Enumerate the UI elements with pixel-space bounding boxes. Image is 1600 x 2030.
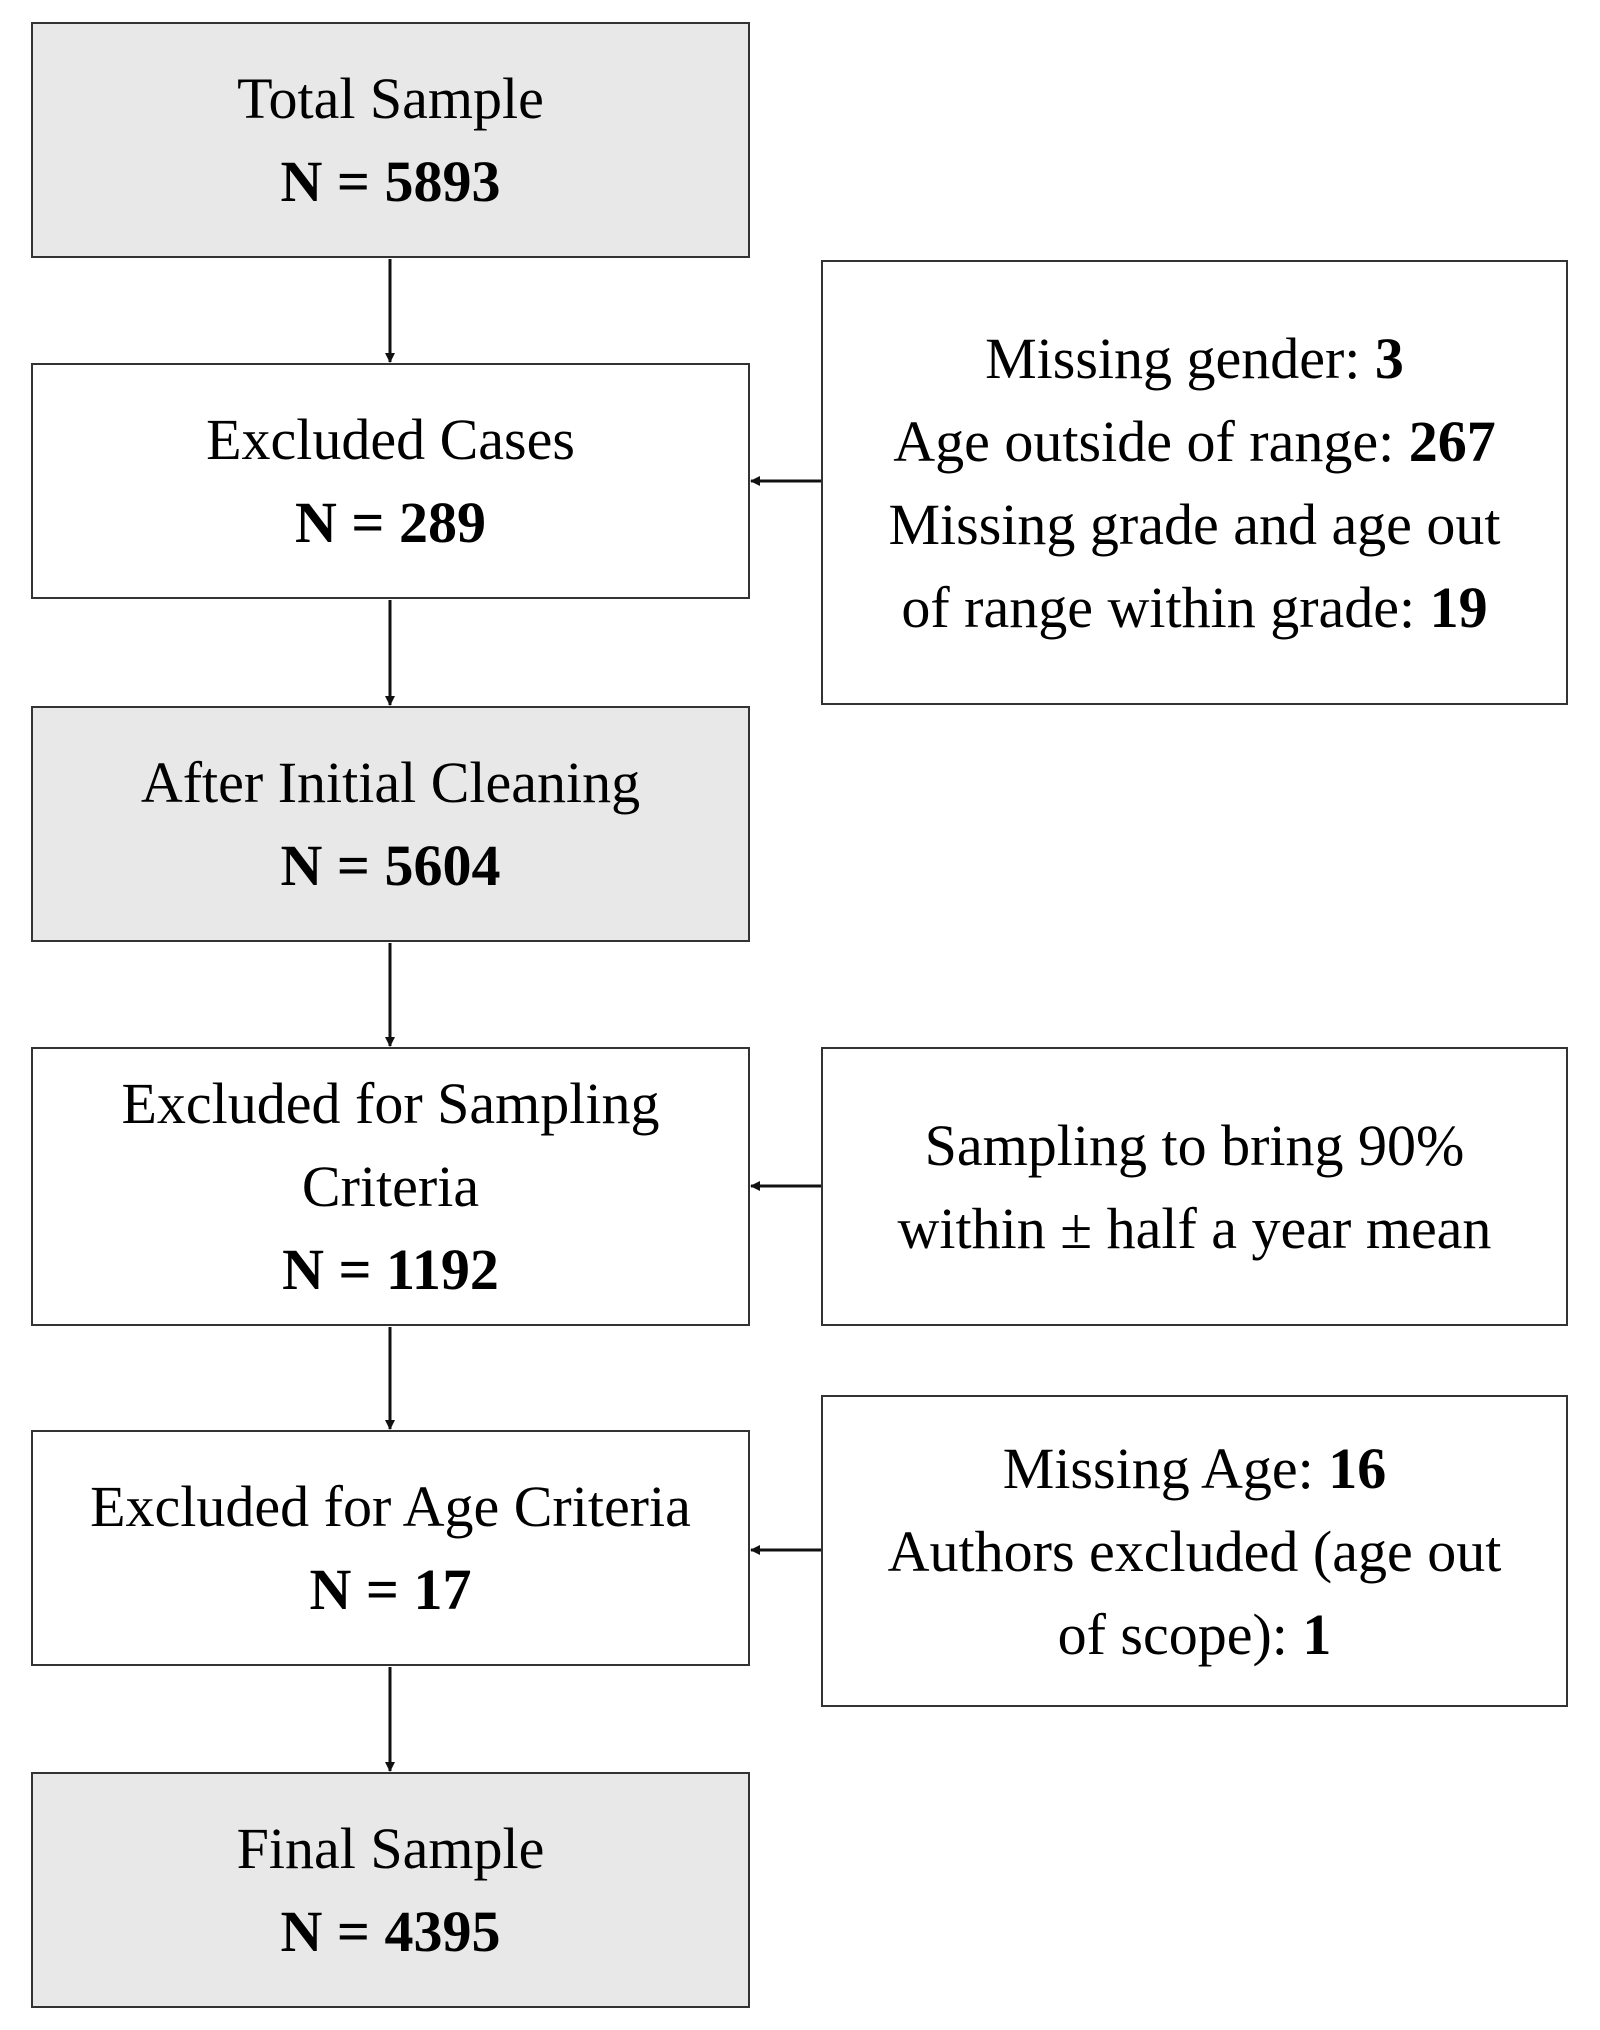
final-sample-count: N = 4395: [280, 1899, 501, 1964]
missing-grade-line1: Missing grade and age out: [888, 491, 1501, 557]
authors-excluded-value: 1: [1302, 1601, 1332, 1667]
missing-age-label: Missing Age:: [1002, 1435, 1329, 1501]
missing-age-value: 16: [1328, 1435, 1387, 1501]
authors-excluded-line1: Authors excluded (age out: [887, 1518, 1502, 1584]
sampling-reason-line2: within ± half a year mean: [897, 1195, 1492, 1261]
age-range-label: Age outside of range:: [893, 408, 1409, 474]
age-range-line: Age outside of range: 267: [893, 400, 1495, 483]
sampling-reason-box: Sampling to bring 90% within ± half a ye…: [821, 1047, 1568, 1326]
missing-grade-line2: of range within grade: 19: [901, 566, 1487, 649]
age-criteria-title: Excluded for Age Criteria: [90, 1474, 691, 1539]
total-sample-box: Total Sample N = 5893: [31, 22, 750, 258]
missing-age-line: Missing Age: 16: [1003, 1427, 1387, 1510]
age-reasons-box: Missing Age: 16 Authors excluded (age ou…: [821, 1395, 1568, 1707]
authors-excluded-label: of scope):: [1057, 1601, 1303, 1667]
initial-cleaning-count: N = 5604: [280, 833, 501, 898]
excluded-cases-count: N = 289: [295, 490, 486, 555]
excluded-reasons-box: Missing gender: 3 Age outside of range: …: [821, 260, 1568, 705]
initial-cleaning-box: After Initial Cleaning N = 5604: [31, 706, 750, 942]
final-sample-box: Final Sample N = 4395: [31, 1772, 750, 2008]
age-criteria-box: Excluded for Age Criteria N = 17: [31, 1430, 750, 1666]
authors-excluded-line2: of scope): 1: [1058, 1593, 1332, 1676]
excluded-cases-box: Excluded Cases N = 289: [31, 363, 750, 599]
sampling-criteria-count: N = 1192: [282, 1237, 499, 1302]
initial-cleaning-title: After Initial Cleaning: [140, 750, 641, 815]
sampling-criteria-box: Excluded for Sampling Criteria N = 1192: [31, 1047, 750, 1326]
excluded-cases-title: Excluded Cases: [206, 407, 575, 472]
sampling-criteria-title-line2: Criteria: [301, 1154, 480, 1219]
final-sample-title: Final Sample: [236, 1816, 545, 1881]
missing-gender-line: Missing gender: 3: [985, 317, 1404, 400]
sampling-reason-line1: Sampling to bring 90%: [924, 1112, 1465, 1178]
age-criteria-count: N = 17: [309, 1557, 472, 1622]
total-sample-title: Total Sample: [237, 66, 544, 131]
missing-gender-value: 3: [1374, 325, 1404, 391]
missing-grade-value: 19: [1429, 574, 1488, 640]
age-range-value: 267: [1408, 408, 1496, 474]
missing-gender-label: Missing gender:: [985, 325, 1375, 391]
sampling-criteria-title-line1: Excluded for Sampling: [121, 1071, 660, 1136]
missing-grade-label: of range within grade:: [901, 574, 1430, 640]
total-sample-count: N = 5893: [280, 149, 501, 214]
